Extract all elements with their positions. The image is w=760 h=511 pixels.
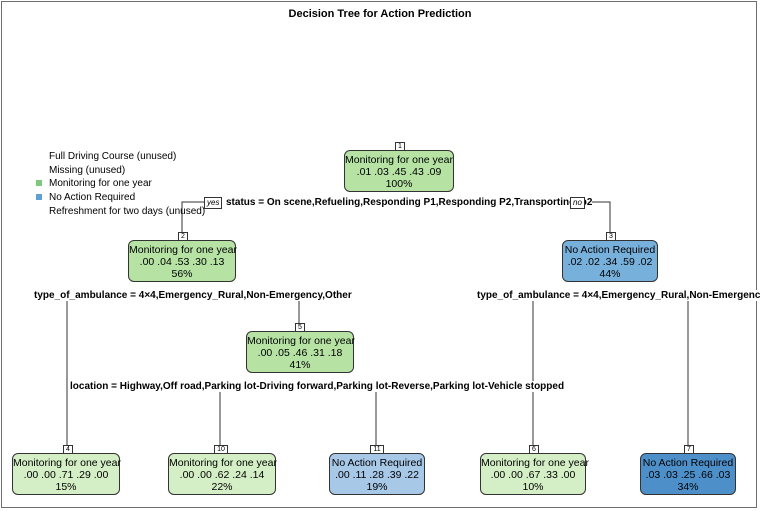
tree-node-5: Monitoring for one year .00 .05 .46 .31 … [246, 331, 355, 373]
node-label: No Action Required [642, 457, 734, 469]
node-label: Monitoring for one year [247, 335, 355, 347]
tree-node-3: No Action Required .02 .02 .34 .59 .02 4… [562, 240, 658, 282]
legend-item-full-driving-course: Full Driving Course (unused) [49, 151, 177, 162]
tree-node-6: Monitoring for one year .00 .00 .67 .33 … [480, 453, 589, 495]
edge-1-2 [181, 201, 208, 240]
node-pct: 41% [289, 359, 311, 371]
node-probs: .00 .00 .67 .33 .00 [490, 469, 576, 481]
tree-node-1: Monitoring for one year .01 .03 .45 .43 … [344, 150, 454, 192]
node-label: Monitoring for one year [345, 154, 453, 166]
tree-node-4: Monitoring for one year .00 .00 .71 .29 … [12, 453, 121, 495]
split-left: type_of_ambulance = 4×4,Emergency_Rural,… [34, 290, 352, 301]
tree-node-2: Monitoring for one year .00 .04 .53 .30 … [128, 240, 237, 282]
legend-swatch-monitoring [36, 180, 42, 187]
node-pct: 44% [599, 268, 621, 280]
split-root: status = On scene,Refueling,Responding P… [226, 197, 593, 208]
split-right: type_of_ambulance = 4×4,Emergency_Rural,… [477, 290, 760, 301]
legend-item-missing: Missing (unused) [49, 164, 126, 176]
node-label: No Action Required [564, 244, 656, 256]
legend-item-no-action: No Action Required [36, 191, 205, 205]
yes-label: yes [204, 197, 223, 209]
no-label: no [570, 197, 585, 209]
edge-1-3 [584, 201, 611, 240]
node-pct: 22% [211, 481, 233, 493]
node-pct: 34% [677, 481, 699, 493]
legend-item-monitoring: Monitoring for one year [36, 177, 205, 191]
node-probs: .02 .02 .34 .59 .02 [567, 256, 653, 268]
node-probs: .00 .04 .53 .30 .13 [139, 256, 225, 268]
node-probs: .00 .11 .28 .39 .22 [335, 469, 419, 481]
split-mid: location = Highway,Off road,Parking lot-… [70, 381, 565, 392]
node-label: Monitoring for one year [13, 457, 121, 469]
node-pct: 19% [366, 481, 388, 493]
legend-item-refreshment: Refreshment for two days (unused) [49, 205, 206, 217]
tree-node-11: No Action Required .00 .11 .28 .39 .22 1… [329, 453, 425, 495]
diagram-title: Decision Tree for Action Prediction [288, 8, 472, 20]
node-label: Monitoring for one year [481, 457, 589, 469]
node-probs: .01 .03 .45 .43 .09 [356, 166, 442, 178]
legend: Full Driving Course (unused) Missing (un… [36, 150, 205, 219]
node-label: Monitoring for one year [129, 244, 237, 256]
node-pct: 56% [171, 268, 193, 280]
node-probs: .00 .00 .62 .24 .14 [179, 469, 265, 481]
node-probs: .00 .05 .46 .31 .18 [257, 347, 343, 359]
tree-node-7: No Action Required .03 .03 .25 .66 .03 3… [640, 453, 736, 495]
legend-swatch-no-action [36, 194, 42, 201]
tree-node-10: Monitoring for one year .00 .00 .62 .24 … [168, 453, 277, 495]
node-pct: 15% [55, 481, 77, 493]
node-label: No Action Required [331, 457, 423, 469]
node-pct: 100% [385, 178, 413, 190]
node-probs: .03 .03 .25 .66 .03 [645, 469, 731, 481]
node-pct: 10% [522, 481, 544, 493]
node-probs: .00 .00 .71 .29 .00 [23, 469, 109, 481]
node-label: Monitoring for one year [169, 457, 277, 469]
